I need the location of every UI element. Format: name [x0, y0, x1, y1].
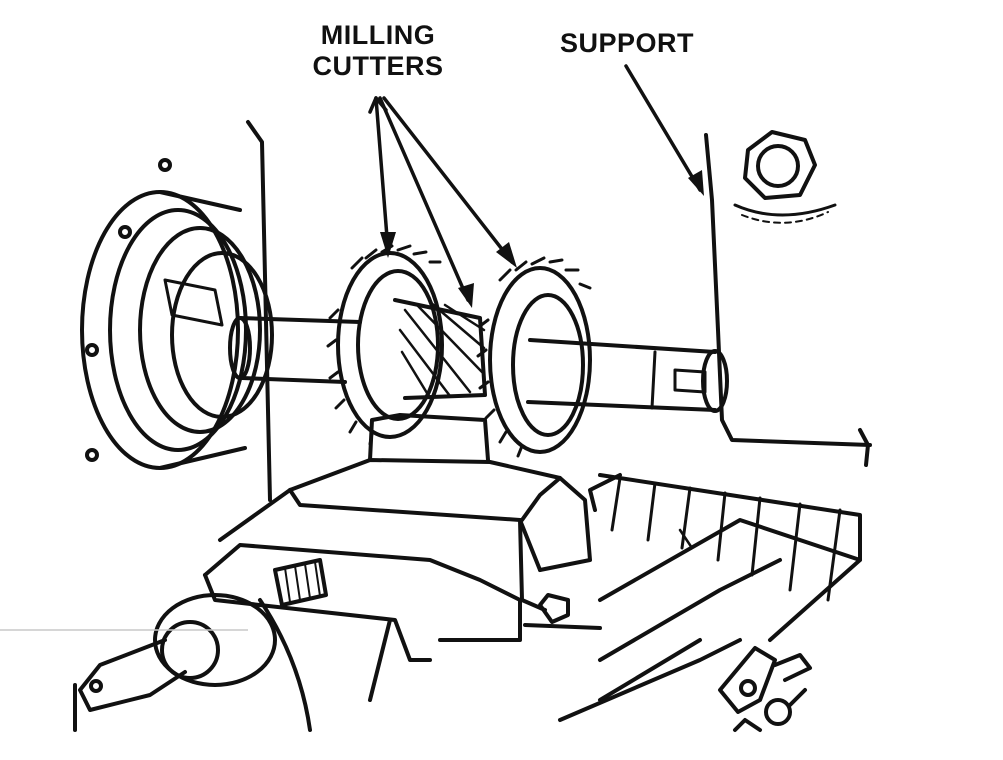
machine-table — [558, 473, 862, 722]
milling-cutters-label: MILLING CUTTERS — [300, 20, 456, 82]
arrowhead-support — [688, 170, 704, 196]
table-stop-lever — [718, 646, 812, 732]
milling-cutters-leaders — [368, 96, 514, 302]
arrowhead-left-cutter — [380, 232, 396, 258]
gear-cutter-center — [393, 298, 487, 400]
milling-cutter-left — [326, 244, 444, 446]
vise-fixture — [203, 413, 602, 702]
vise-screw — [73, 558, 328, 732]
hex-nut — [733, 130, 837, 224]
support-label: SUPPORT — [559, 28, 695, 58]
milling-label-line2: CUTTERS — [312, 51, 444, 81]
spindle-flange — [80, 158, 274, 470]
milling-label-line1: MILLING — [320, 20, 436, 50]
milling-cutter-right — [476, 256, 592, 458]
arrowhead-right-cutter — [496, 242, 517, 268]
arrowhead-center — [458, 283, 474, 308]
support-housing — [704, 133, 872, 467]
support-leader — [624, 64, 702, 192]
